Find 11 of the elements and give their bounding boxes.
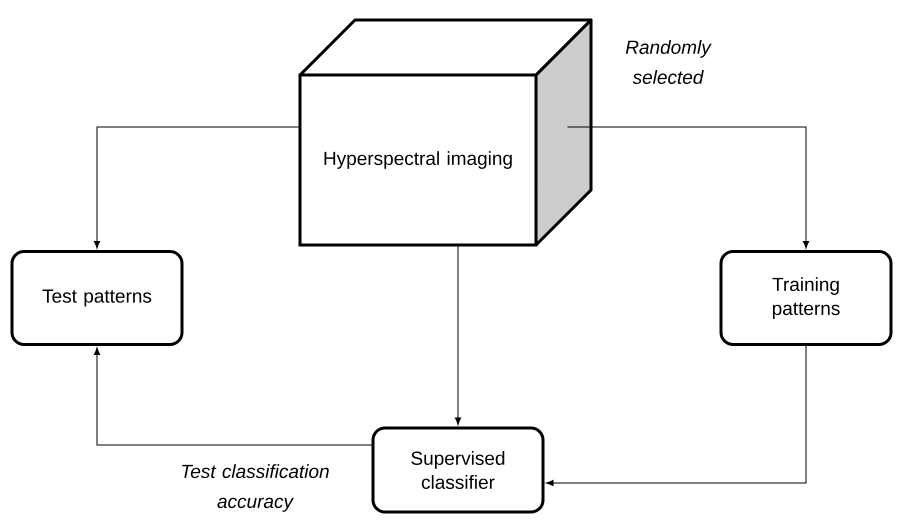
process-box: Supervised classifier — [372, 426, 544, 514]
arrow — [454, 246, 462, 425]
arrow — [94, 348, 372, 446]
arrow — [546, 346, 807, 486]
process-box: Training patterns — [720, 250, 893, 346]
process-box: Test patterns — [10, 250, 184, 346]
arrow — [94, 126, 299, 248]
edge-label: Test classification accuracy — [182, 464, 329, 512]
edge-label: Randomly selected — [626, 40, 712, 84]
cube-drawing: Hyperspectral imaging — [298, 18, 592, 246]
arrow — [567, 126, 810, 248]
